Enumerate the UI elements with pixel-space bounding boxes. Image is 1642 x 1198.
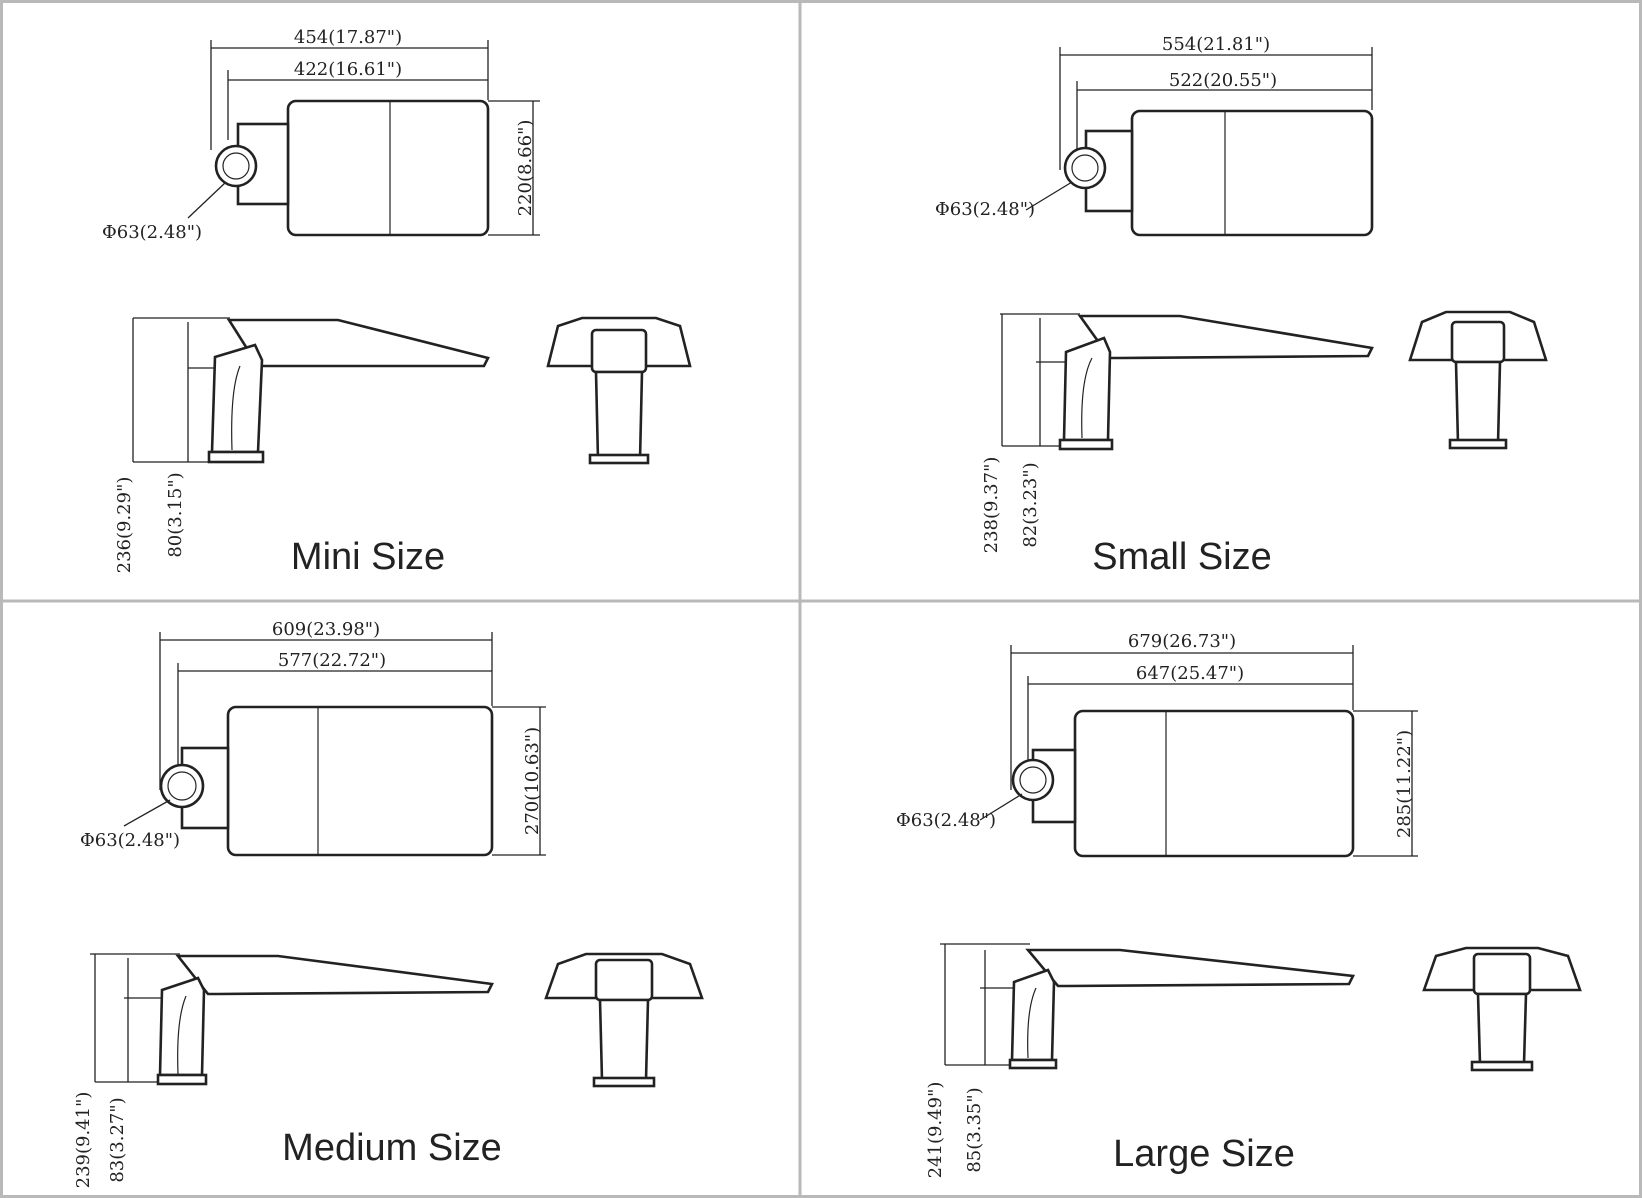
top-view: 554(21.81") 522(20.55") Φ63(2.48") xyxy=(935,34,1374,237)
panel-large: 679(26.73") 647(25.47") 285(11.22") Φ63(… xyxy=(896,631,1582,1179)
arm-height-label: 80(3.15") xyxy=(165,472,186,557)
body-length-label: 422(16.61") xyxy=(294,59,402,80)
width-label: 285(11.22") xyxy=(1394,730,1415,838)
panel-title: Large Size xyxy=(1113,1133,1295,1175)
pole-diameter-label: Φ63(2.48") xyxy=(896,810,996,831)
width-label: 220(8.66") xyxy=(515,120,536,217)
panel-title: Mini Size xyxy=(291,536,445,578)
total-height-label: 241(9.49") xyxy=(925,1082,946,1179)
total-height-label: 236(9.29") xyxy=(114,477,135,574)
overall-length-label: 679(26.73") xyxy=(1128,631,1236,652)
panel-title: Medium Size xyxy=(282,1127,502,1169)
side-view: 236(9.29") 80(3.15") xyxy=(114,317,490,574)
overall-length-label: 609(23.98") xyxy=(272,619,380,640)
panel-title: Small Size xyxy=(1092,536,1272,578)
arm-height-label: 83(3.27") xyxy=(107,1097,128,1182)
panel-small: 554(21.81") 522(20.55") Φ63(2.48") 238(9… xyxy=(935,34,1548,578)
top-view: 454(17.87") 422(16.61") 220(8.66") Φ63(2… xyxy=(102,27,540,243)
top-view: 609(23.98") 577(22.72") 270(10.63") Φ63(… xyxy=(80,619,546,857)
total-height-label: 239(9.41") xyxy=(73,1092,94,1189)
body-length-label: 577(22.72") xyxy=(278,650,386,671)
front-view xyxy=(1422,946,1582,1072)
side-view: 241(9.49") 85(3.35") xyxy=(925,943,1355,1179)
front-view xyxy=(1408,310,1548,450)
overall-length-label: 454(17.87") xyxy=(294,27,402,48)
front-view xyxy=(546,316,692,465)
panel-medium: 609(23.98") 577(22.72") 270(10.63") Φ63(… xyxy=(73,619,704,1189)
total-height-label: 238(9.37") xyxy=(981,457,1002,554)
body-length-label: 647(25.47") xyxy=(1136,663,1244,684)
arm-height-label: 82(3.23") xyxy=(1020,462,1041,547)
body-length-label: 522(20.55") xyxy=(1169,70,1277,91)
pole-diameter-label: Φ63(2.48") xyxy=(80,830,180,851)
width-label: 270(10.63") xyxy=(522,727,543,835)
front-view xyxy=(544,952,704,1088)
side-view: 239(9.41") 83(3.27") xyxy=(73,953,494,1189)
top-view: 679(26.73") 647(25.47") 285(11.22") Φ63(… xyxy=(896,631,1418,858)
side-view: 238(9.37") 82(3.23") xyxy=(981,313,1374,554)
pole-diameter-label: Φ63(2.48") xyxy=(935,199,1035,220)
panel-mini: 454(17.87") 422(16.61") 220(8.66") Φ63(2… xyxy=(102,27,692,578)
overall-length-label: 554(21.81") xyxy=(1162,34,1270,55)
pole-diameter-label: Φ63(2.48") xyxy=(102,222,202,243)
arm-height-label: 85(3.35") xyxy=(964,1087,985,1172)
